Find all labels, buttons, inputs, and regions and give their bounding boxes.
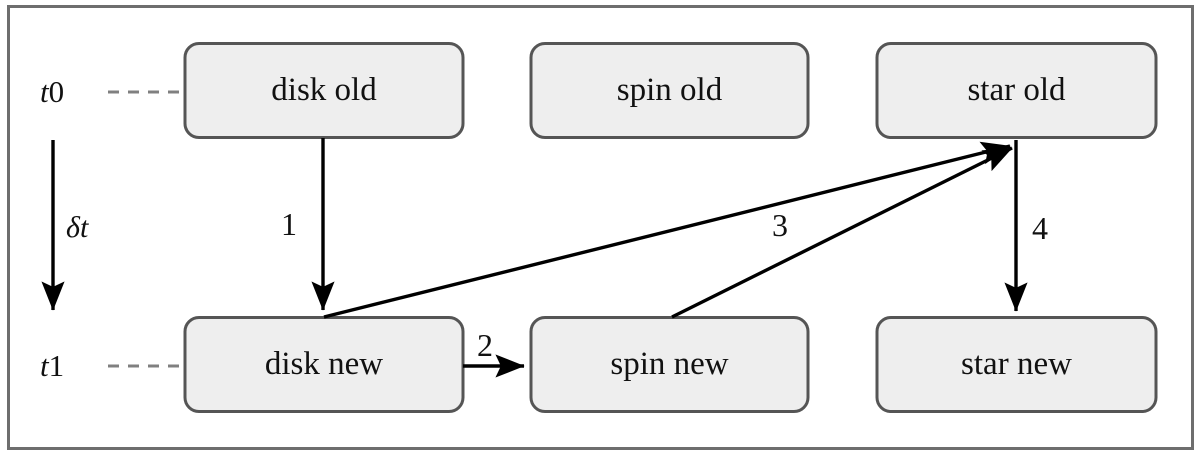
edge-line-3b[interactable] [671,146,1013,319]
node-box-spin-new[interactable] [529,316,810,413]
node-box-spin-old[interactable] [529,42,810,139]
node-box-star-new[interactable] [875,316,1158,413]
node-box-disk-old[interactable] [183,42,465,139]
node-box-disk-new[interactable] [183,316,465,413]
edge-line-3[interactable] [323,141,1011,319]
node-box-star-old[interactable] [875,42,1158,139]
